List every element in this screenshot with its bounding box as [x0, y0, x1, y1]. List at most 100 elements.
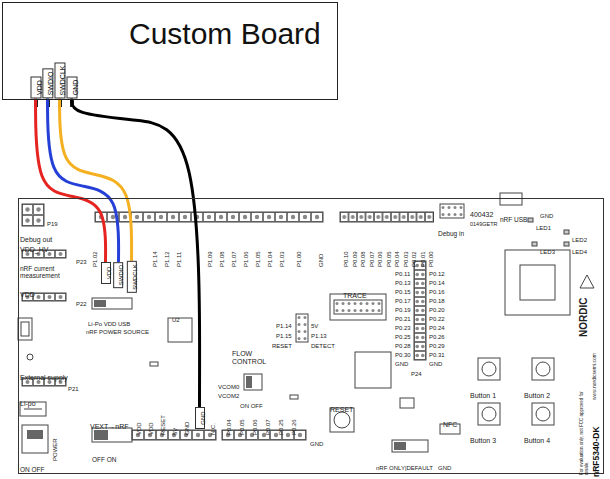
silkscreen-label: P1.00: [296, 251, 303, 267]
silkscreen-label: P0.25: [278, 419, 285, 435]
silkscreen-label: P0.17: [395, 298, 411, 305]
vext-switch: [92, 428, 132, 442]
push-button: [532, 403, 554, 425]
usb-connector: [18, 318, 32, 340]
label-anchor: P19: [47, 212, 58, 230]
silkscreen-label: GND: [395, 361, 408, 368]
silkscreen-label: Li-po: [20, 400, 36, 408]
silkscreen-label: VDD_HV: [20, 246, 48, 254]
label-anchor: NORDIC: [578, 332, 610, 350]
pin-cell: SWDCLK: [126, 261, 136, 293]
jumper-wire: [59, 98, 131, 261]
silkscreen-label: P1.15: [276, 333, 292, 340]
u2-chip: [168, 318, 192, 342]
jumper-wire: [47, 98, 118, 261]
silkscreen-label: P0.30: [395, 352, 411, 359]
silkscreen-label: P0.11: [395, 271, 410, 278]
silkscreen-label: P1.14: [152, 251, 159, 267]
label-anchor: Li-Po VDD USB: [88, 312, 130, 330]
silkscreen-label: Li-Po VDD USB: [88, 321, 130, 328]
label-anchor: nRF ONLY|DEFAULT: [376, 456, 433, 474]
silkscreen-label: 400432: [470, 211, 493, 219]
silkscreen-label: P0.04: [394, 251, 401, 267]
label-anchor: ON OFF: [20, 458, 45, 476]
label-anchor: FLOW CONTROL: [232, 350, 272, 368]
pin-header: [414, 261, 426, 360]
silkscreen-label: P0.25: [395, 334, 411, 341]
pin-label: VDD: [105, 266, 113, 279]
trace-pins: [334, 300, 382, 314]
label-anchor: 5V: [311, 314, 318, 332]
silkscreen-label: VCOM2: [218, 393, 239, 400]
label-anchor: Debug out: [20, 228, 52, 246]
label-anchor: LED2: [572, 228, 587, 246]
silkscreen-label: P0.21: [395, 316, 411, 323]
silkscreen-label: P0.04: [226, 419, 233, 435]
pin-label: GND: [70, 80, 79, 96]
label-anchor: nRF USB: [500, 208, 527, 226]
label-anchor: P22: [76, 292, 87, 310]
silkscreen-label: nRF POWER SOURCE: [86, 329, 149, 336]
label-anchor: P21: [68, 377, 79, 395]
silkscreen-label: TRACE: [343, 292, 367, 300]
nrf5340-chip: [520, 265, 555, 300]
label-anchor: P0.26: [291, 426, 307, 444]
label-anchor: ON OFF: [240, 394, 263, 412]
silkscreen-label: VCOM0: [218, 384, 239, 391]
silkscreen-label: P0.31: [429, 352, 445, 359]
silkscreen-label: GND: [438, 465, 451, 472]
pin-header: [22, 204, 44, 226]
silkscreen-label: P0.05: [239, 419, 246, 435]
pin-cell: GND: [195, 407, 205, 429]
nrf-only-switch: [392, 440, 428, 452]
pin-header: [296, 314, 308, 342]
pin-label: GND: [199, 411, 207, 424]
silkscreen-label: P0.08: [360, 251, 367, 267]
silkscreen-label: nRF current measurement: [20, 265, 78, 280]
label-anchor: P23: [76, 250, 87, 268]
silkscreen-label: P1.03: [279, 251, 286, 267]
label-anchor: Li-po: [20, 392, 36, 410]
silkscreen-label: P1.14: [276, 323, 292, 330]
silkscreen-label: VDD: [136, 422, 143, 435]
silkscreen-label: P23: [76, 259, 87, 266]
board-name: nRF5340-DK: [592, 426, 601, 477]
silkscreen-label: P0.26: [291, 419, 298, 435]
silkscreen-label: RESET: [330, 406, 353, 414]
silkscreen-label: 5V: [311, 323, 318, 330]
board-title: Custom Board: [129, 17, 321, 50]
silkscreen-label: NORDIC: [578, 298, 590, 337]
label-anchor: Button 1: [470, 384, 496, 402]
label-anchor: Debug in: [438, 222, 464, 240]
label-anchor: P1.00: [296, 258, 312, 276]
label-anchor: RESET: [330, 398, 353, 416]
label-anchor: N.C.: [210, 426, 222, 444]
silkscreen-label: Button 2: [524, 392, 550, 400]
label-anchor: P1.03: [279, 258, 295, 276]
passive-component: [290, 395, 298, 399]
pin-cell: GND: [66, 77, 77, 99]
label-anchor: nRF current measurement: [20, 264, 78, 282]
push-button-cap: [482, 407, 496, 421]
led: [564, 230, 569, 234]
pin-header: [440, 204, 464, 218]
silkscreen-label: VDD: [20, 291, 35, 299]
silkscreen-label: P1.02: [92, 251, 99, 267]
push-button-cap: [482, 362, 496, 376]
label-anchor: VEXT→nRF: [90, 415, 129, 433]
debug-out-header: [22, 204, 44, 226]
silkscreen-label: Debug out: [20, 236, 52, 244]
silkscreen-label: www.nordicsemi.com: [592, 353, 598, 400]
silkscreen-label: Button 1: [470, 392, 496, 400]
passive-component: [400, 398, 414, 408]
silkscreen-label: P0.23: [395, 325, 411, 332]
pin-cell: VDD: [101, 262, 111, 284]
label-anchor: www.nordicsemi.com: [592, 390, 610, 408]
nrf5340-module: [505, 250, 570, 315]
silkscreen-label: P0.29: [429, 343, 445, 350]
label-anchor: 5V: [172, 426, 179, 444]
